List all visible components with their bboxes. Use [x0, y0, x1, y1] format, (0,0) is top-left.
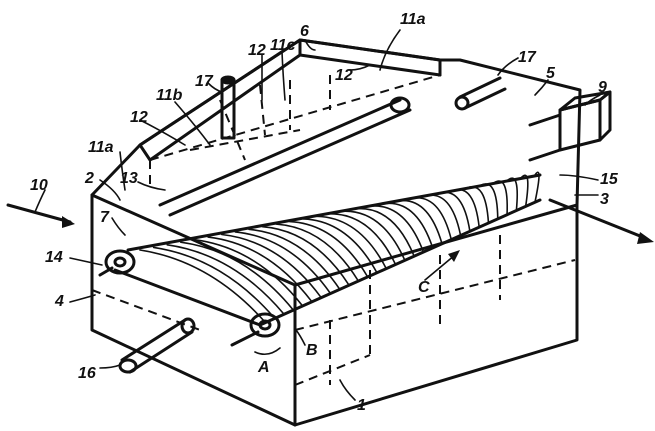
label-1: 1: [357, 397, 366, 414]
label-7: 7: [100, 209, 110, 226]
leader-lines: [34, 29, 601, 401]
belt-coil: [289, 220, 369, 278]
belt-coil: [261, 225, 350, 286]
label-c: C: [418, 279, 430, 296]
belt-coil: [248, 228, 341, 290]
belt-coil: [166, 244, 285, 315]
belt-coil: [275, 223, 359, 282]
belt-coil: [152, 246, 276, 319]
belt-coil: [316, 215, 387, 270]
belt-drum-assembly: [139, 171, 540, 323]
belt-coil: [180, 241, 294, 311]
belt-coil: [139, 249, 266, 323]
flow-arrows: [6, 198, 654, 281]
belt-coil: [370, 205, 425, 253]
label-9: 9: [598, 79, 607, 96]
belt-coil: [479, 183, 499, 220]
belt-coil: [343, 210, 406, 261]
label-a: A: [257, 359, 270, 376]
belt-coil: [357, 207, 415, 257]
label-5: 5: [546, 65, 556, 82]
reference-labels: 1 2 3 4 5 6 7 9 10 11a 11a 11b 11c 12 12…: [30, 11, 619, 414]
belt-coil: [425, 194, 462, 236]
belt-coil: [520, 174, 529, 207]
label-4: 4: [54, 293, 64, 310]
label-16: 16: [78, 365, 96, 382]
upper-compartment: [138, 38, 442, 190]
belt-coil: [329, 212, 397, 265]
pipes: [118, 75, 507, 374]
belt-coil: [193, 238, 304, 307]
label-b: B: [306, 342, 318, 359]
label-11c: 11c: [270, 37, 296, 54]
label-2: 2: [84, 170, 94, 187]
label-12-top: 12: [248, 42, 266, 59]
label-13: 13: [120, 170, 138, 187]
label-10: 10: [30, 177, 48, 194]
belt-coil: [506, 177, 519, 212]
back-roller: [158, 96, 412, 217]
label-12-mid: 12: [335, 67, 353, 84]
front-roller: [98, 173, 542, 347]
belt-coil: [220, 233, 322, 298]
motor-box: [528, 90, 612, 162]
belt-coil: [207, 236, 313, 303]
label-11a-left: 11a: [88, 139, 114, 156]
label-11a-top: 11a: [400, 11, 426, 28]
label-3: 3: [600, 191, 609, 208]
label-17-left: 17: [195, 73, 214, 90]
label-12-left: 12: [130, 109, 148, 126]
label-17-right: 17: [518, 49, 537, 66]
label-15: 15: [600, 171, 619, 188]
label-6: 6: [300, 23, 309, 40]
belt-coil: [234, 231, 331, 294]
belt-coil: [438, 191, 471, 232]
belt-coil: [302, 218, 378, 274]
label-14: 14: [45, 249, 63, 266]
label-11b: 11b: [156, 87, 183, 104]
